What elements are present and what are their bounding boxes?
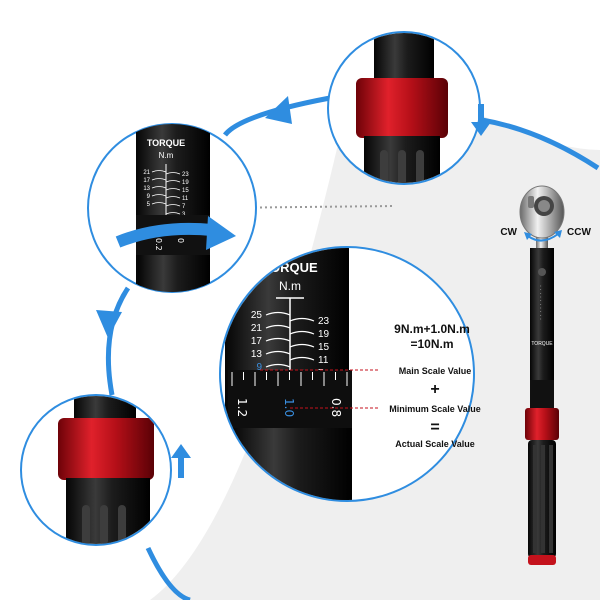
minimum-scale-value-label: Minimum Scale Value — [389, 404, 481, 414]
cycle-arc-left — [105, 286, 131, 396]
ccw-label: CCW — [567, 227, 591, 238]
cycle-arrow-icon — [96, 310, 122, 338]
main-scale-unit: N.m — [279, 279, 301, 293]
main-scale-left-value: 21 — [251, 323, 263, 334]
main-scale-value-label: Main Scale Value — [399, 366, 472, 376]
small-scale-left-value: 9 — [147, 194, 151, 200]
small-scale-unit: N.m — [159, 151, 174, 160]
small-scale-left-values: 21 17 13 9 5 — [143, 170, 150, 208]
small-scale-left-value: 13 — [143, 186, 150, 192]
small-min-value: 0.2 — [154, 238, 163, 251]
small-scale-left-value: 17 — [143, 178, 150, 184]
small-scale-right-value: 11 — [182, 196, 189, 202]
small-scale-title: TORQUE — [147, 138, 185, 148]
cycle-arc-top — [223, 95, 331, 137]
main-scale-left-value: 25 — [251, 310, 263, 321]
wrench-side-label: TORQUE — [531, 341, 553, 347]
plus-sign: + — [430, 381, 439, 398]
small-scale-right-value: 7 — [182, 204, 186, 210]
bottom-closeup — [20, 394, 191, 546]
small-scale-right-value: 19 — [182, 180, 189, 186]
main-scale-left-values: 25 21 17 13 9 — [251, 310, 263, 373]
actual-scale-value-label: Actual Scale Value — [395, 439, 475, 449]
top-closeup — [327, 31, 491, 185]
rotation-direction-icon — [527, 233, 559, 242]
minimum-scale-value: 1.0 — [282, 398, 296, 417]
main-scale-right-value: 15 — [318, 342, 330, 353]
formula-line-1: 9N.m+1.0N.m — [394, 322, 470, 336]
arrow-down-icon — [471, 104, 491, 136]
main-scale-right-value: 19 — [318, 329, 330, 340]
main-scale-right-value: 11 — [318, 355, 329, 366]
formula-line-2: =10N.m — [410, 337, 453, 351]
cycle-arc-right — [481, 117, 600, 171]
cw-label: CW — [500, 227, 517, 238]
torque-wrench: CW CCW · · · · · · · · · · TORQUE — [500, 185, 591, 565]
main-scale-right-value: 23 — [318, 316, 330, 327]
small-scale-right-value: 15 — [182, 188, 189, 194]
svg-text:· · · · · · · · · ·: · · · · · · · · · · — [537, 285, 543, 320]
equals-sign: = — [430, 419, 439, 436]
small-scale-right-value: 23 — [182, 172, 189, 178]
arrow-up-icon — [171, 444, 191, 478]
rotate-arrow-icon — [115, 216, 236, 250]
cycle-arrow-icon — [265, 96, 292, 124]
small-scale-left-value: 5 — [147, 202, 151, 208]
small-min-value: 0 — [176, 238, 185, 243]
main-scale-left-value: 13 — [251, 349, 263, 360]
minimum-scale-value: 1.2 — [235, 398, 249, 417]
main-scale-left-value: 17 — [251, 336, 263, 347]
main-scale-left-value: 9 — [256, 362, 262, 373]
cycle-arc-bottom — [145, 546, 191, 600]
small-scale-left-value: 21 — [143, 170, 150, 176]
